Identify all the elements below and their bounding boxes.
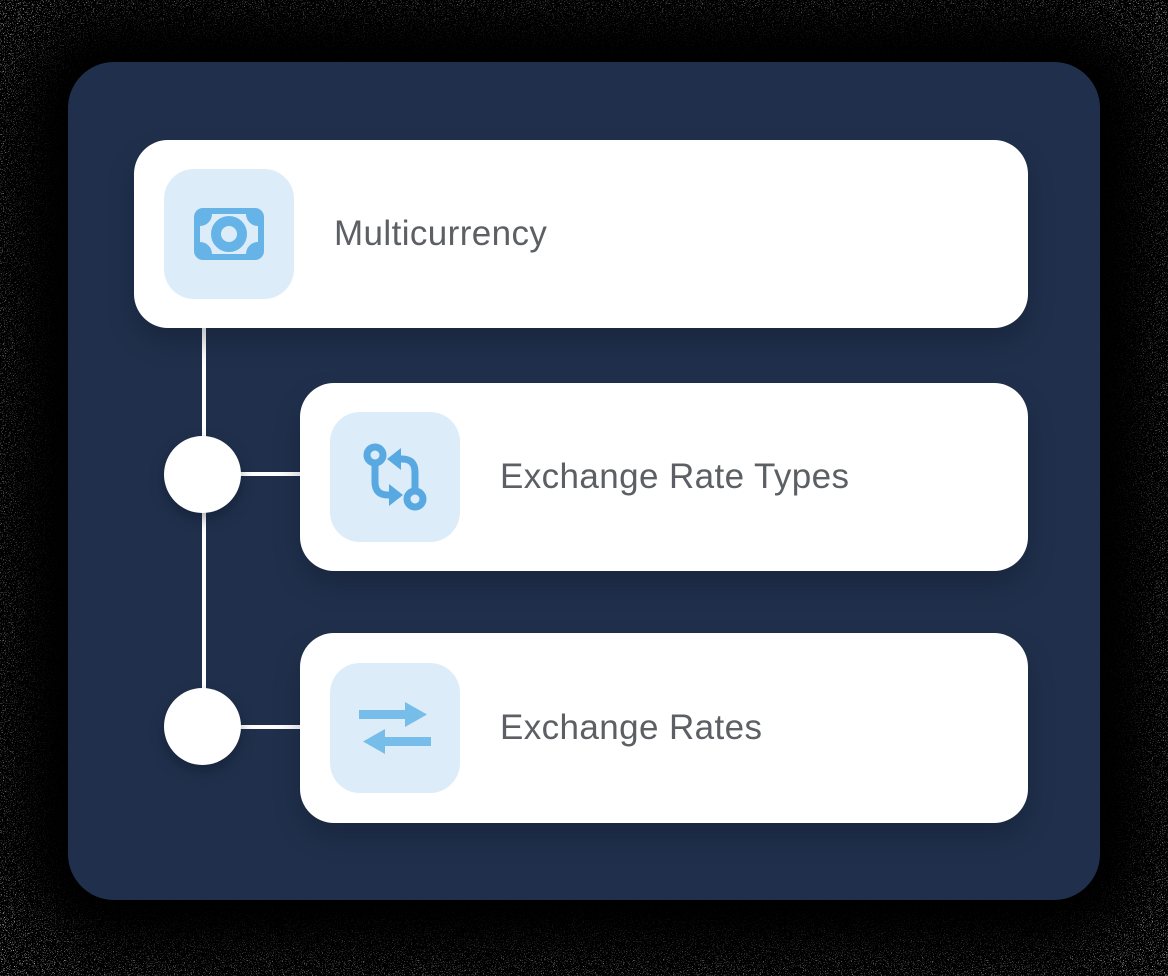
icon-tile	[330, 663, 460, 793]
node-card-multicurrency[interactable]: Multicurrency	[134, 140, 1028, 328]
connector-junction-circle	[164, 436, 241, 513]
diagram-panel: Multicurrency Exchange Rate Types	[68, 62, 1100, 900]
swap-horizontal-icon	[359, 702, 431, 754]
node-label: Multicurrency	[334, 214, 548, 253]
money-bill-icon	[194, 208, 264, 260]
node-label: Exchange Rates	[500, 708, 763, 747]
node-card-exchange-rate-types[interactable]: Exchange Rate Types	[300, 383, 1028, 571]
connector-line-to-rate-types	[204, 472, 300, 476]
icon-tile	[330, 412, 460, 542]
swap-calls-icon	[363, 443, 427, 511]
connector-line-to-rates	[204, 725, 300, 729]
icon-tile	[164, 169, 294, 299]
connector-junction-circle	[164, 688, 241, 765]
node-label: Exchange Rate Types	[500, 457, 850, 496]
node-card-exchange-rates[interactable]: Exchange Rates	[300, 633, 1028, 823]
connector-line-vertical	[202, 328, 206, 728]
